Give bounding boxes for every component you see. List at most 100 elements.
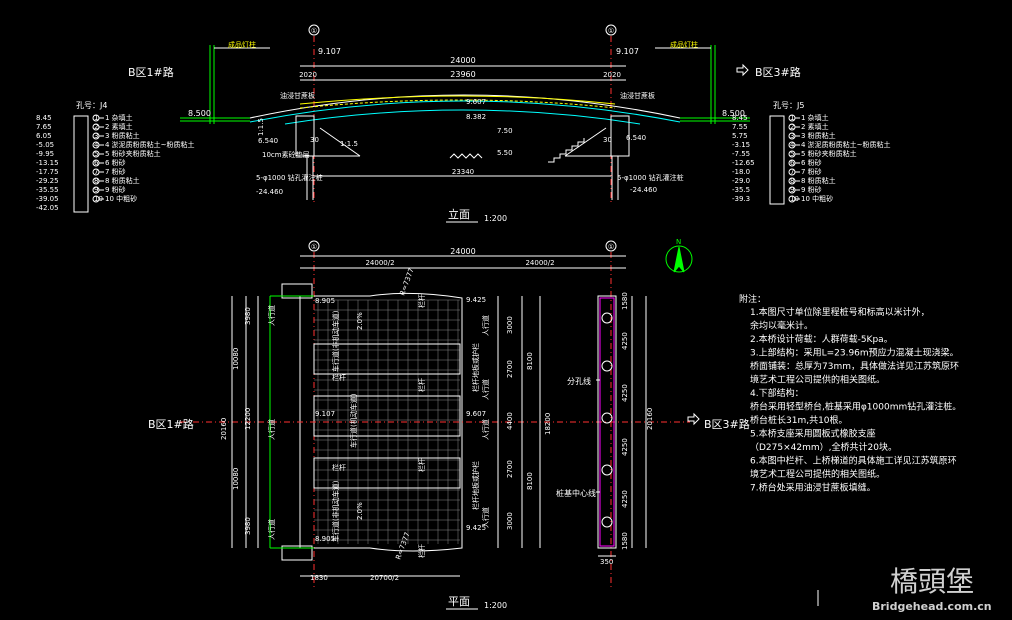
span-left: 2020 (299, 71, 317, 79)
plan-dim-l1: 10080 (232, 348, 240, 370)
watermark-en: Bridgehead.com.cn (872, 600, 992, 613)
plan-dim-l5: 3980 (244, 517, 252, 535)
note-line: 5.本桥支座采用圆板式橡胶支座 (750, 428, 876, 440)
borehole-right-layer-num: 8 (790, 177, 794, 185)
span-total: 24000 (450, 56, 475, 65)
plan-b-right: B区3#路 (704, 418, 750, 431)
borehole-right-layer-num: 3 (790, 132, 794, 140)
plan-dim-r0: 3000 (506, 316, 514, 334)
elev-b-left: B区1#路 (128, 66, 174, 79)
plan-walk-r-mid: 人行道 (481, 379, 490, 400)
elevation-title: 立面 (448, 207, 470, 221)
borehole-left-depth: -5.05 (36, 141, 54, 149)
watermark-cn: 橋頭堡 (890, 565, 974, 598)
plan-dim-r2: 8100 (526, 352, 534, 370)
borehole-left-layer-num: 10 (94, 195, 103, 203)
dim-30b: 30 (603, 136, 612, 144)
borehole-left-depth: -42.05 (36, 204, 59, 212)
pile-tip-right: -24.460 (630, 186, 657, 194)
borehole-right-layer-num: 10 (790, 195, 799, 203)
slope-left-2: 1:1.5 (340, 140, 358, 148)
plan-walk-r3: 人行道 (481, 507, 490, 528)
borehole-left-layer-num: 1 (94, 114, 98, 122)
pier-pile-center: 桩基中心线 (556, 488, 596, 498)
borehole-left-layer-name: 10 中粗砂 (105, 194, 137, 203)
borehole-left-title: 孔号：J4 (76, 101, 107, 110)
plan-dim-l2: 12200 (244, 408, 252, 430)
note-line: 6.本图中栏杆、上桥梯道的具体施工详见江苏筑原环 (750, 455, 957, 467)
plan-bottom-left: 1830 (310, 574, 328, 582)
elevation-scale: 1:200 (484, 214, 507, 223)
plan-rail-r3: 栏杆地板或护栏 (471, 461, 480, 510)
borehole-left-layer-num: 9 (94, 186, 98, 194)
plan-scale: 1:200 (484, 601, 507, 610)
borehole-right-depth: 5.75 (732, 132, 748, 140)
north-arrow: N (665, 238, 693, 273)
borehole-left-depth: 8.45 (36, 114, 52, 122)
pile-tip-left: -24.460 (256, 188, 283, 196)
borehole-left-layer-name: 2 素填土 (105, 122, 133, 131)
notes: 附注： 1.本图尺寸单位除里程桩号和标高以米计外， 余均以毫米计。2.本桥设计荷… (739, 293, 961, 494)
axis-mark-right: ① (608, 27, 614, 35)
plan-dim-r1: 2700 (506, 360, 514, 378)
pier-width: 350 (600, 558, 613, 566)
lamp-label-right: 成品灯柱 (670, 40, 698, 49)
plan-walkway-2: 人行道 (267, 419, 276, 440)
pier-dim: 1580 (621, 292, 629, 310)
borehole-left-layer-num: 2 (94, 123, 98, 131)
pier-dim: 4250 (621, 384, 629, 402)
pier-pile (601, 312, 613, 324)
borehole-left-layer-num: 3 (94, 132, 98, 140)
plan-dim-l4: 10080 (232, 468, 240, 490)
deck-grid (314, 299, 460, 544)
plan-walkway-3: 人行道 (267, 519, 276, 540)
plan-railing-2: 栏杆 (332, 463, 346, 472)
plan-lane-1: 车行道(非机动车道) (331, 310, 340, 372)
pile-right: 5-φ1000 钻孔灌注桩 (617, 173, 684, 182)
bed-note: 10cm素砼垫层 (262, 150, 310, 159)
plan-b-left: B区1#路 (148, 418, 194, 431)
pier-total: 20160 (646, 408, 654, 430)
north-label: N (676, 238, 681, 246)
borehole-left-layer-num: 4 (94, 141, 99, 149)
plan-elev-mr: 9.607 (466, 410, 486, 418)
plan-bottom-radius: R=7377 (394, 531, 411, 561)
note-line: 境艺术工程公司提供的相关图纸。 (750, 468, 885, 480)
note-line: 境艺术工程公司提供的相关图纸。 (750, 374, 885, 386)
borehole-left-depth: -29.25 (36, 177, 59, 185)
note-line: 桥面铺装：总厚为73mm，具体做法详见江苏筑原环 (750, 360, 959, 372)
plan-walkway-1: 人行道 (267, 305, 276, 326)
plan-half-right: 24000/2 (525, 259, 554, 267)
pier-pile (601, 464, 613, 476)
plan-dim-r6: 8100 (526, 472, 534, 490)
plan-railing-5: 栏杆 (417, 458, 426, 472)
plan-slope-2: 2.0% (356, 502, 364, 520)
borehole-right-depth: -39.3 (732, 195, 750, 203)
borehole-right-title: 孔号：J5 (773, 101, 804, 110)
borehole-right-layer-name: 2 素填土 (801, 122, 829, 131)
deck-elev: 9.607 (466, 98, 486, 106)
plan-rail-r1: 栏杆地板或护栏 (471, 343, 480, 392)
plan-radius: R=7377 (398, 267, 415, 297)
plan-elev-tl: 8.905 (315, 297, 335, 305)
asphalt-right: 油浸甘蔗板 (620, 91, 655, 100)
borehole-left-layer-name: 8 粉质粘土 (105, 176, 140, 185)
plan-dim-l3: 20160 (220, 418, 228, 440)
borehole-right-layer-name: 5 粉砂夹粉质粘土 (801, 149, 857, 158)
borehole-right-layer-name: 10 中粗砂 (801, 194, 833, 203)
plan-elev-ml: 9.107 (315, 410, 335, 418)
borehole-right-depth: 8.45 (732, 114, 748, 122)
bottom-span: 23340 (452, 168, 474, 176)
span-right: 2020 (603, 71, 621, 79)
borehole-left-layer-name: 7 粉砂 (105, 167, 126, 176)
elevation-view: ① ① 9.107 9.107 24000 2020 23960 2020 成品… (128, 24, 801, 223)
pile-left: 5-φ1000 钻孔灌注桩 (256, 173, 323, 182)
pier-split-line: 分孔线 (567, 376, 591, 386)
note-line: 7.桥台处采用油浸甘蔗板填缝。 (750, 482, 876, 494)
borehole-left-layer-num: 6 (94, 159, 99, 167)
borehole-right-layer-name: 3 粉质粘土 (801, 131, 836, 140)
borehole-left-layer-num: 7 (94, 168, 98, 176)
plan-railing-1: 栏杆 (332, 373, 346, 382)
borehole-right-depth: -12.65 (732, 159, 755, 167)
